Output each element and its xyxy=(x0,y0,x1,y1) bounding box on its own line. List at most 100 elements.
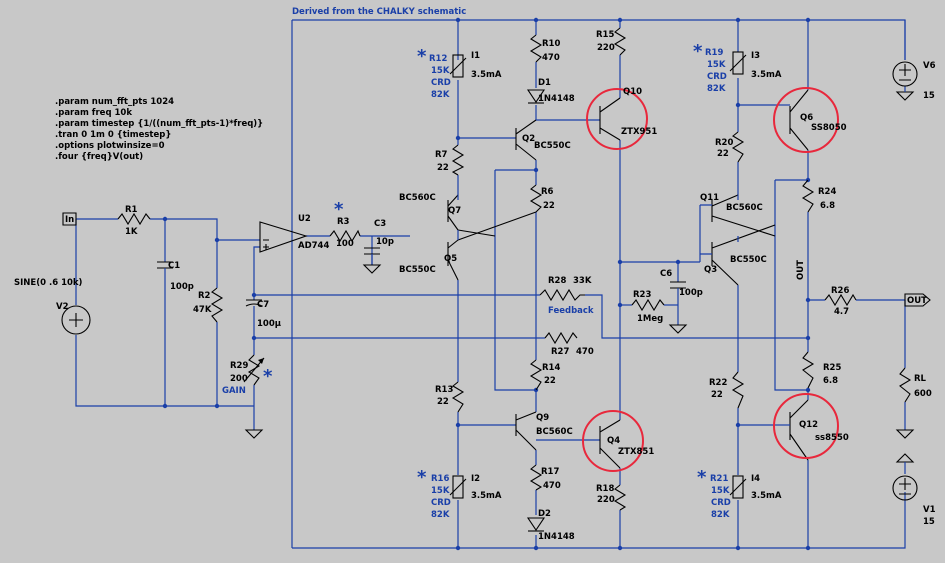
i2-value: 3.5mA xyxy=(471,491,502,501)
r15-value: 220 xyxy=(597,43,615,53)
wires xyxy=(75,19,906,549)
r23-name: R23 xyxy=(633,290,651,300)
r18-name: R18 xyxy=(596,484,614,494)
r28-value: 33K xyxy=(573,276,592,286)
i4-name: I4 xyxy=(751,474,760,484)
r14-name: R14 xyxy=(542,363,560,373)
r3-star: * xyxy=(334,199,344,220)
v6-value: 15 xyxy=(923,91,935,101)
q7-name: Q7 xyxy=(448,206,461,216)
q3-value: BC550C xyxy=(730,255,767,265)
q10-value: ZTX951 xyxy=(621,127,657,137)
r19-line1: 15K xyxy=(707,60,726,70)
directive-line: .options plotwinsize=0 xyxy=(55,141,165,151)
r13-name: R13 xyxy=(435,385,453,395)
r18-value: 220 xyxy=(597,495,615,505)
r6-name: R6 xyxy=(541,187,554,197)
r14-value: 22 xyxy=(544,376,556,386)
r1-name: R1 xyxy=(125,205,138,215)
r12-line2: CRD xyxy=(431,78,451,88)
r3-name: R3 xyxy=(337,217,350,227)
r1-value: 1K xyxy=(125,227,138,237)
d1-value: 1N4148 xyxy=(538,94,575,104)
r19-star: * xyxy=(693,41,703,62)
q6-name: Q6 xyxy=(800,113,813,123)
c1-name: C1 xyxy=(168,261,180,271)
input-port-symbol xyxy=(62,212,77,226)
input-port-label: In xyxy=(65,215,74,225)
r26-value: 4.7 xyxy=(834,307,849,317)
c6-name: C6 xyxy=(660,269,672,279)
directive-line: .param num_fft_pts 1024 xyxy=(55,97,174,107)
voltage-source-symbols xyxy=(61,61,918,501)
q9-value: BC560C xyxy=(536,427,573,437)
q10-name: Q10 xyxy=(623,87,642,97)
r2-name: R2 xyxy=(198,291,211,301)
r24-value: 6.8 xyxy=(820,201,835,211)
r15-name: R15 xyxy=(596,30,614,40)
r17-name: R17 xyxy=(541,467,559,477)
r25-name: R25 xyxy=(823,363,841,373)
c6-value: 100p xyxy=(679,288,703,298)
highlight-rings xyxy=(582,87,839,472)
output-port-symbol xyxy=(904,293,931,307)
d2-value: 1N4148 xyxy=(538,532,575,542)
out-net-label: OUT xyxy=(796,260,806,280)
r29-name: R29 xyxy=(230,361,248,371)
q4-highlight-ring xyxy=(582,410,644,472)
v1-name: V1 xyxy=(923,505,936,515)
resistor-symbols xyxy=(117,27,912,511)
r24-name: R24 xyxy=(818,187,836,197)
q12-highlight-ring xyxy=(773,393,839,459)
v2-name: V2 xyxy=(56,302,69,312)
r19-line3: 82K xyxy=(707,84,726,94)
q7-value: BC560C xyxy=(399,193,436,203)
r28-name: R28 xyxy=(548,276,566,286)
r12-name: R12 xyxy=(429,54,447,64)
r27-name: R27 xyxy=(551,347,569,357)
q5-name: Q5 xyxy=(444,254,457,264)
spice-directives: .param num_fft_pts 1024 .param freq 10k … xyxy=(55,97,263,162)
r20-name: R20 xyxy=(715,138,733,148)
q9-name: Q9 xyxy=(536,413,549,423)
r27-value: 470 xyxy=(576,347,594,357)
r7-name: R7 xyxy=(435,150,448,160)
r22-value: 22 xyxy=(711,390,723,400)
r20-value: 22 xyxy=(717,149,729,159)
c3-name: C3 xyxy=(374,219,386,229)
c3-value: 10p xyxy=(376,237,394,247)
q12-value: ss8550 xyxy=(815,433,849,443)
r28-feedback-label: Feedback xyxy=(548,306,594,316)
d1-name: D1 xyxy=(538,78,551,88)
capacitor-symbols xyxy=(157,247,686,325)
output-port-label: OUT xyxy=(907,296,927,306)
r29-gain-label: GAIN xyxy=(222,386,246,396)
r12-star: * xyxy=(417,46,427,67)
r13-value: 22 xyxy=(437,397,449,407)
r21-star: * xyxy=(697,467,707,488)
opamp-name: U2 xyxy=(298,214,311,224)
q10-highlight-ring xyxy=(586,88,648,150)
r29-value: 200 xyxy=(230,374,248,384)
r17-value: 470 xyxy=(543,481,561,491)
r29-star: * xyxy=(263,366,273,387)
q3-name: Q3 xyxy=(704,265,717,275)
r6-value: 22 xyxy=(543,201,555,211)
r10-value: 470 xyxy=(542,53,560,63)
transistor-symbols xyxy=(447,89,809,469)
r12-line1: 15K xyxy=(431,66,450,76)
r3-value: 100 xyxy=(336,239,354,249)
r27-symbol xyxy=(540,331,578,345)
v2-value: SINE(0 .6 10k) xyxy=(14,278,83,288)
r16-line2: CRD xyxy=(431,498,451,508)
r16-line1: 15K xyxy=(431,486,450,496)
directive-line: .four {freq}V(out) xyxy=(55,152,143,162)
schematic-header: Derived from the CHALKY schematic xyxy=(292,7,466,17)
r21-line3: 82K xyxy=(711,510,730,520)
r26-name: R26 xyxy=(831,286,849,296)
v1-value: 15 xyxy=(923,517,935,527)
junction-dots xyxy=(162,17,811,551)
ground-symbols xyxy=(244,86,915,474)
opamp-symbol xyxy=(259,221,308,253)
